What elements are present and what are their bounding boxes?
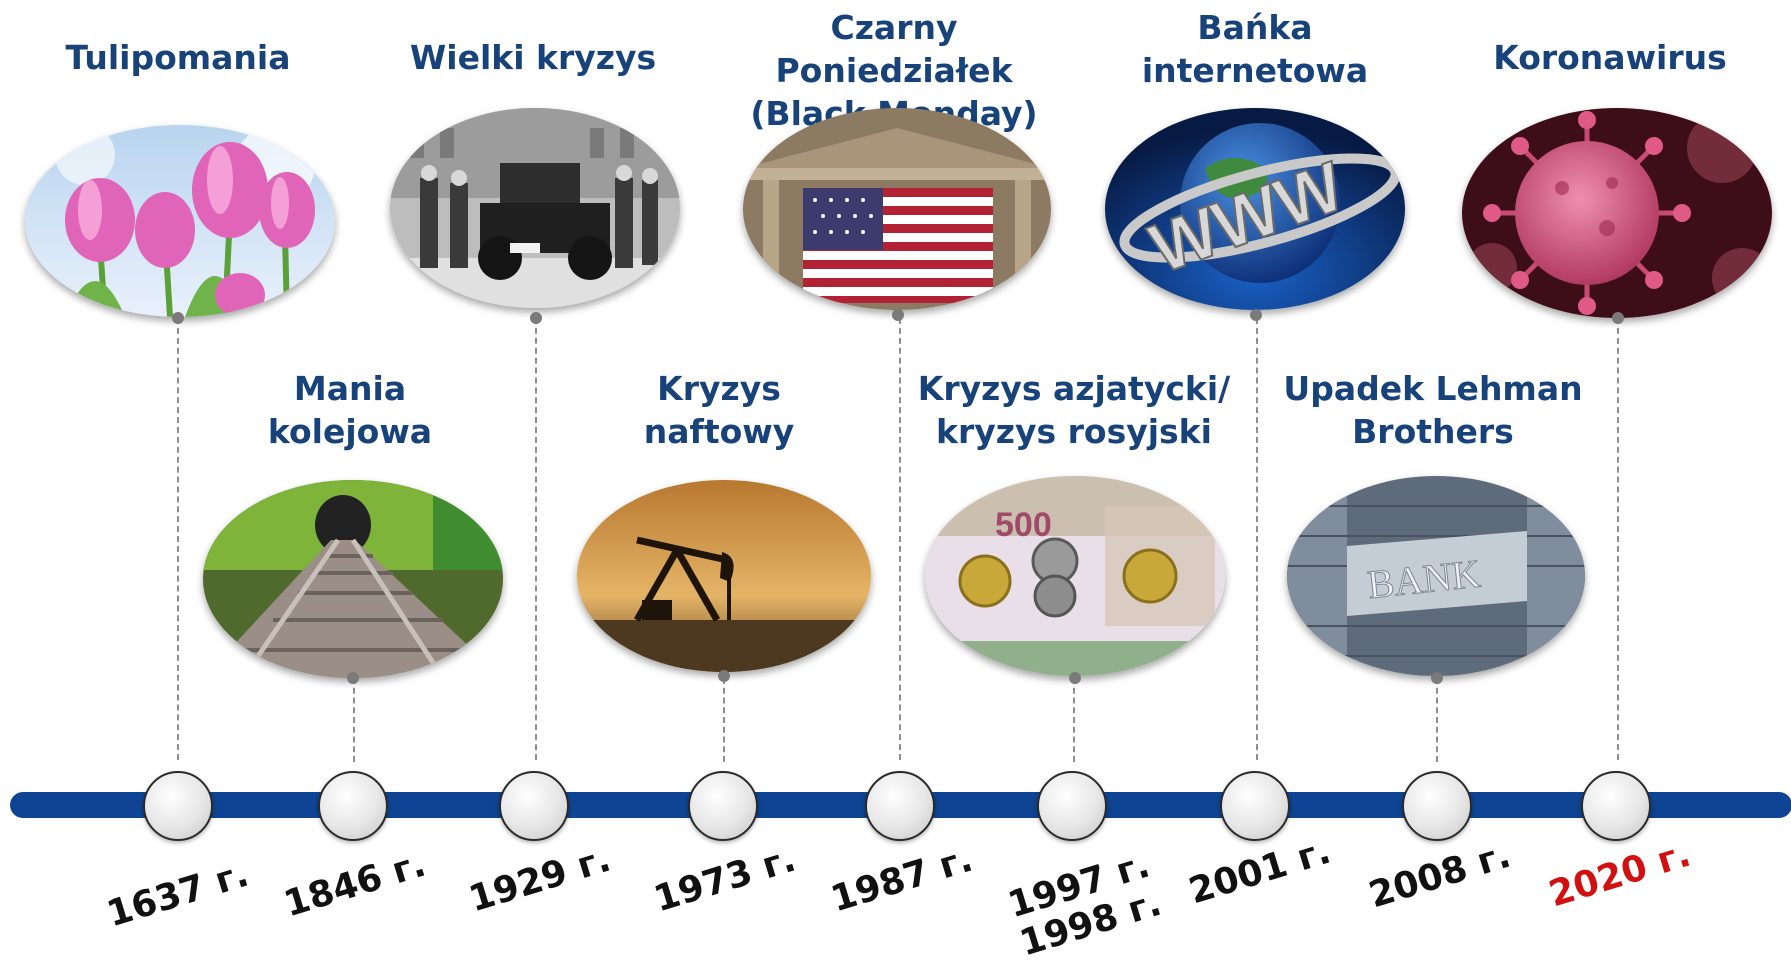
pin-kryzys-azjatycki — [1069, 672, 1081, 684]
oil-pump-photo — [577, 480, 871, 672]
railway-photo — [203, 480, 503, 678]
year-label-1929: 1929 г. — [464, 838, 616, 921]
year-label-1987: 1987 г. — [826, 838, 978, 921]
timeline-node-1637[interactable] — [143, 771, 213, 841]
connector-tulipomania — [177, 318, 179, 760]
bank-photo: BANK — [1287, 476, 1585, 676]
year-label-2008: 2008 г. — [1364, 834, 1516, 917]
pin-mania-kolejowa — [347, 672, 359, 684]
connector-koronawirus — [1617, 318, 1619, 760]
event-title-lehman: Upadek Lehman Brothers — [1283, 369, 1583, 451]
connector-lehman — [1436, 678, 1438, 762]
timeline-node-2008[interactable] — [1402, 771, 1472, 841]
timeline-node-1987[interactable] — [865, 771, 935, 841]
nyse-photo — [743, 108, 1051, 310]
pin-black-monday — [892, 309, 904, 321]
connector-wielki-kryzys — [535, 318, 537, 760]
year-label-1997-1998: 1997 г. 1998 г. — [1003, 844, 1167, 965]
event-title-mania-kolejowa: Mania kolejowa — [267, 369, 433, 451]
timeline-node-1973[interactable] — [688, 771, 758, 841]
pin-koronawirus — [1612, 312, 1624, 324]
year-label-2020: 2020 г. — [1544, 833, 1696, 916]
event-title-banka-internetowa: Bańka internetowa — [1141, 8, 1369, 90]
pin-lehman — [1431, 672, 1443, 684]
year-label-1637: 1637 г. — [102, 853, 254, 936]
connector-kryzys-naftowy — [723, 678, 725, 762]
year-label-1846: 1846 г. — [279, 843, 431, 926]
event-title-kryzys-naftowy: Kryzys naftowy — [643, 369, 795, 451]
connector-black-monday — [899, 318, 901, 760]
connector-mania-kolejowa — [353, 678, 355, 762]
connector-kryzys-azjatycki — [1073, 678, 1075, 762]
pin-banka-internetowa — [1250, 309, 1262, 321]
timeline-node-2020[interactable] — [1581, 771, 1651, 841]
connector-banka-internetowa — [1256, 318, 1258, 760]
event-title-kryzys-azjatycki: Kryzys azjatycki/ kryzys rosyjski — [917, 369, 1231, 451]
year-label-2001: 2001 г. — [1184, 830, 1336, 913]
www-globe-photo: WWW — [1105, 108, 1405, 310]
tulips-photo — [25, 125, 335, 317]
pin-tulipomania — [172, 312, 184, 324]
year-label-1973: 1973 г. — [649, 838, 801, 921]
event-title-koronawirus: Koronawirus — [1493, 38, 1727, 77]
pin-kryzys-naftowy — [718, 670, 730, 682]
svg-text:500: 500 — [995, 506, 1052, 544]
timeline-node-1929[interactable] — [499, 771, 569, 841]
pin-wielki-kryzys — [530, 312, 542, 324]
crash-car-photo — [390, 108, 680, 308]
event-title-tulipomania: Tulipomania — [65, 38, 291, 77]
timeline-node-1846[interactable] — [318, 771, 388, 841]
event-title-wielki-kryzys: Wielki kryzys — [409, 38, 657, 77]
virus-photo — [1462, 108, 1772, 318]
timeline-node-1997[interactable] — [1037, 771, 1107, 841]
roubles-photo: 500 — [925, 476, 1225, 676]
timeline-node-2001[interactable] — [1220, 771, 1290, 841]
